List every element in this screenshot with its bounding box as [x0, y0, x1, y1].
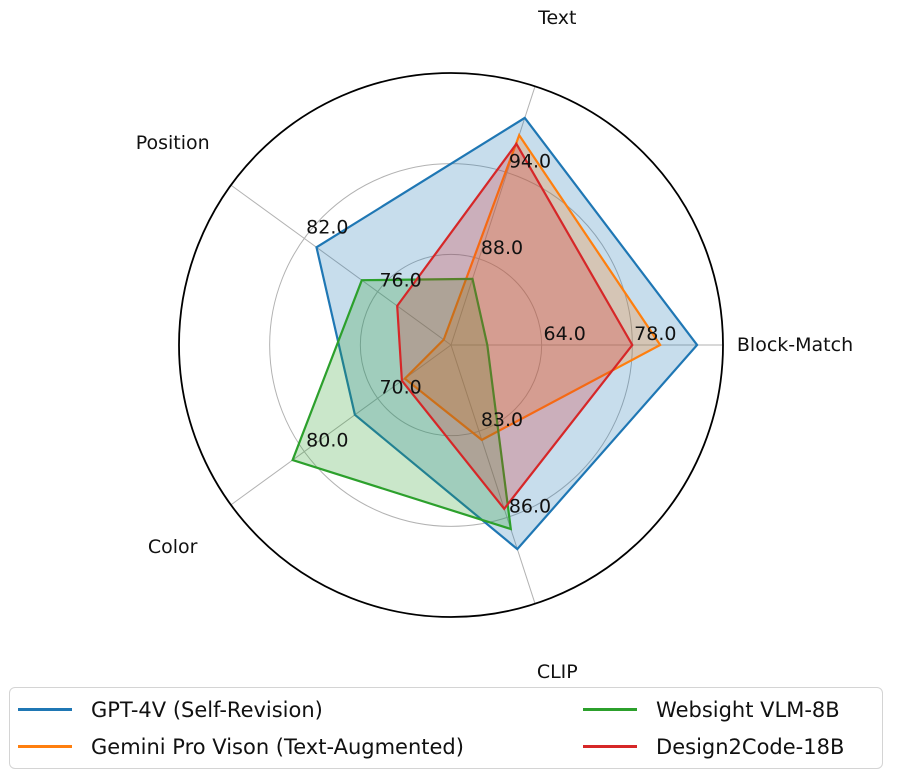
- tick-label: 82.0: [306, 216, 348, 238]
- tick-label: 94.0: [509, 151, 551, 173]
- series-polygon-4: [396, 141, 634, 511]
- axis-label-position: Position: [136, 132, 210, 154]
- legend-label: Websight VLM-8B: [656, 697, 840, 722]
- series-polygon-1: [315, 116, 699, 551]
- axis-spoke: [450, 344, 536, 604]
- legend-label: GPT-4V (Self-Revision): [91, 697, 323, 722]
- axis-label-block-match: Block-Match: [737, 334, 853, 356]
- tick-label: 78.0: [634, 323, 676, 345]
- series-polygon-3: [291, 277, 513, 531]
- axis-label-clip: CLIP: [537, 661, 578, 683]
- legend-item: GPT-4V (Self-Revision): [10, 691, 575, 728]
- legend-swatch: [18, 708, 72, 711]
- legend: GPT-4V (Self-Revision) Gemini Pro Vison (…: [9, 687, 883, 769]
- tick-label: 83.0: [481, 409, 523, 431]
- tick-label: 86.0: [509, 496, 551, 518]
- legend-label: Design2Code-18B: [656, 734, 845, 759]
- outer-circle: [178, 72, 724, 618]
- axis-label-color: Color: [148, 536, 198, 558]
- series-polygon-2: [403, 132, 662, 442]
- legend-label: Gemini Pro Vison (Text-Augmented): [91, 734, 464, 759]
- legend-item: Gemini Pro Vison (Text-Augmented): [10, 728, 575, 765]
- legend-swatch: [583, 745, 638, 748]
- tick-label: 88.0: [481, 237, 523, 259]
- tick-label: 70.0: [379, 376, 421, 398]
- axis-label-text: Text: [537, 7, 576, 29]
- legend-item: Design2Code-18B: [575, 728, 882, 765]
- legend-swatch: [18, 745, 72, 748]
- tick-label: 80.0: [306, 430, 348, 452]
- legend-swatch: [583, 708, 638, 711]
- axis-spoke: [230, 344, 452, 506]
- tick-label: 64.0: [544, 323, 586, 345]
- axis-spoke: [450, 86, 536, 346]
- legend-item: Websight VLM-8B: [575, 691, 882, 728]
- axis-spoke: [230, 184, 452, 346]
- tick-label: 76.0: [379, 270, 421, 292]
